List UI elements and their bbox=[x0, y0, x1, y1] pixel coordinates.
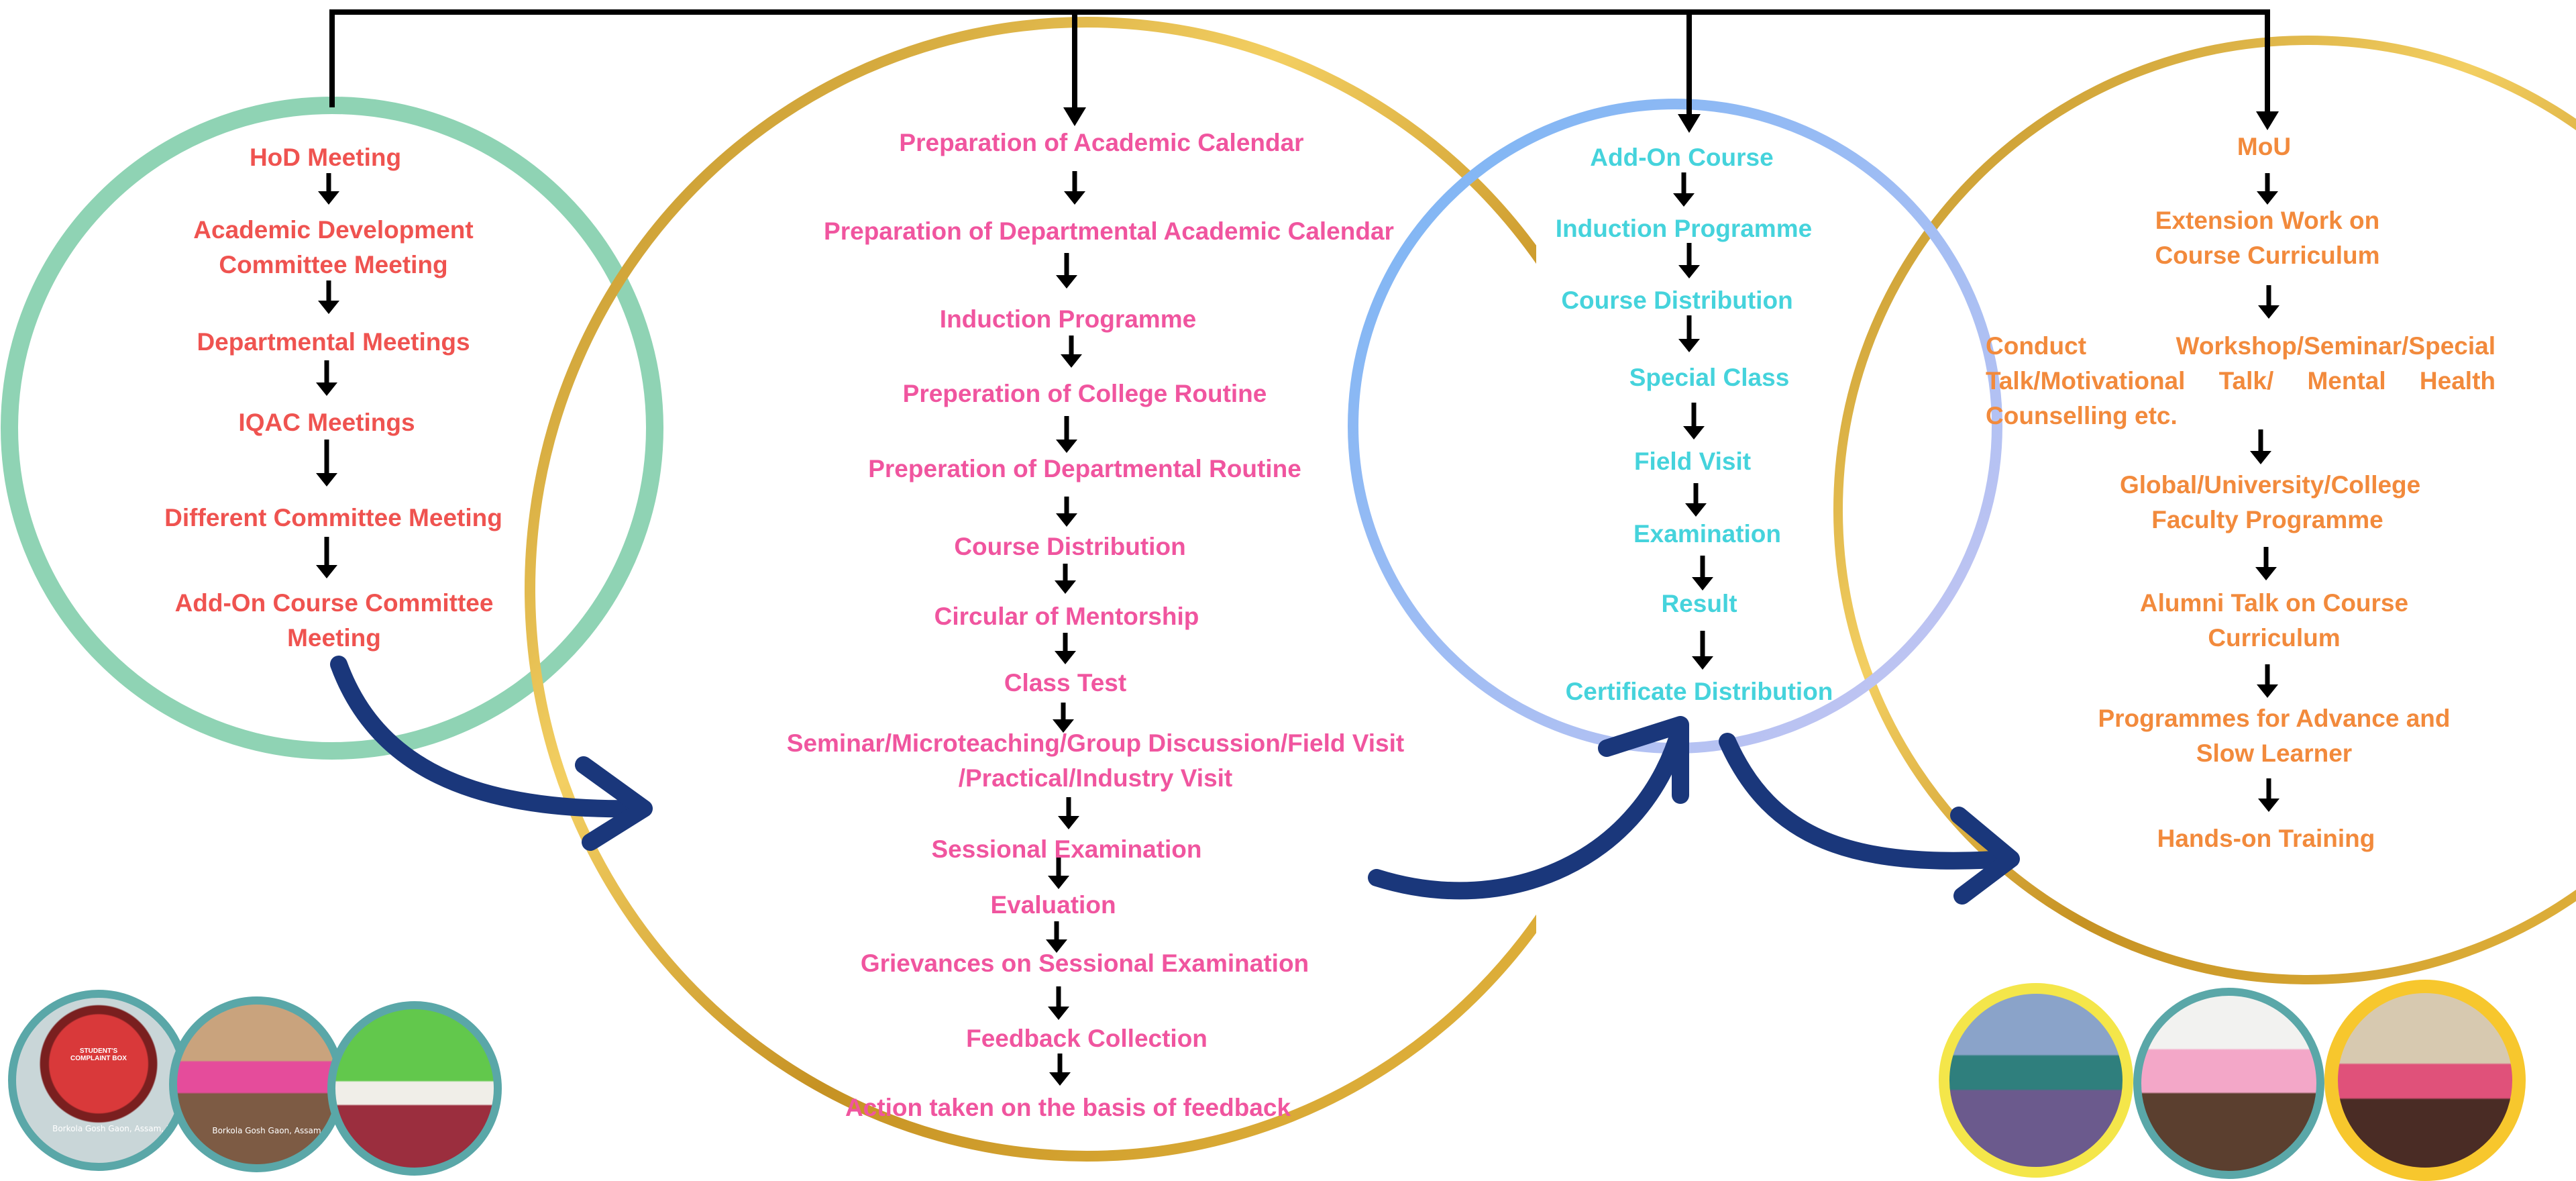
step-arrow-head bbox=[1056, 440, 1077, 453]
step-arrow-head bbox=[1056, 275, 1077, 289]
step-arrow-head bbox=[1678, 339, 1700, 352]
academic-step-9: Seminar/Microteaching/Group Discussion/F… bbox=[786, 729, 1405, 792]
step-arrow-head bbox=[318, 191, 339, 205]
academic-step-14: Action taken on the basis of feedback bbox=[845, 1094, 1291, 1121]
meeting-iqac: IQAC Meetings bbox=[238, 409, 415, 436]
photo-complaint-box: STUDENT'S COMPLAINT BOX Borkola Gosh Gao… bbox=[8, 990, 189, 1171]
academic-step-2: Preparation of Departmental Academic Cal… bbox=[824, 217, 1394, 245]
step-arrow-head bbox=[2257, 191, 2278, 205]
meeting-departmental: Departmental Meetings bbox=[197, 328, 470, 356]
ring-extension bbox=[1833, 36, 2576, 984]
step-arrow-head bbox=[316, 565, 337, 578]
extension-step-4: Global/University/College Faculty Progra… bbox=[2120, 471, 2421, 533]
step-arrow-head bbox=[316, 382, 337, 396]
curved-arrows bbox=[330, 656, 2020, 905]
step-arrow-head bbox=[1692, 577, 1713, 590]
step-arrow-head bbox=[1685, 503, 1707, 517]
ring-addon bbox=[1348, 99, 2002, 754]
academic-step-4: Preperation of College Routine bbox=[902, 380, 1267, 407]
step-arrow-head bbox=[2258, 305, 2279, 319]
addon-step-2: Induction Programme bbox=[1555, 215, 1813, 242]
extension-step-3: Conduct Workshop/Seminar/Special Talk/Mo… bbox=[1986, 332, 2496, 429]
step-arrow-head bbox=[2250, 451, 2271, 464]
extension-step-6: Programmes for Advance and Slow Learner bbox=[2098, 705, 2451, 767]
tree-arrowheads bbox=[1063, 107, 2279, 133]
academic-step-12: Grievances on Sessional Examination bbox=[860, 949, 1309, 977]
meeting-addon-committee: Add-On Course Committee Meeting bbox=[174, 589, 494, 652]
step-arrow-head bbox=[1048, 876, 1069, 889]
academic-step-6: Course Distribution bbox=[954, 533, 1186, 560]
meeting-different-committee: Different Committee Meeting bbox=[164, 504, 502, 531]
step-arrow-head bbox=[2257, 684, 2278, 698]
step-arrow-head bbox=[1055, 580, 1076, 594]
photo-classroom bbox=[327, 1001, 502, 1176]
academic-step-7: Circular of Mentorship bbox=[934, 603, 1199, 630]
step-arrow-head bbox=[1056, 513, 1077, 527]
photo-caption: Borkola Gosh Gaon, Assam, India bbox=[52, 1123, 186, 1133]
photo-speaker bbox=[2133, 988, 2324, 1179]
academic-step-11: Evaluation bbox=[990, 891, 1116, 919]
step-arrow-head bbox=[1692, 656, 1713, 670]
academic-step-8: Class Test bbox=[1004, 669, 1127, 697]
step-arrow-head bbox=[1678, 265, 1700, 278]
addon-step-1: Add-On Course bbox=[1590, 144, 1774, 171]
step-arrow-head bbox=[1061, 354, 1082, 368]
step-arrow-head bbox=[1673, 193, 1695, 207]
complaint-box-title: STUDENT'S COMPLAINT BOX bbox=[70, 1047, 127, 1062]
addon-step-8: Certificate Distribution bbox=[1565, 678, 1833, 705]
step-arrow-head bbox=[316, 473, 337, 486]
step-arrow-head bbox=[2255, 567, 2277, 580]
step-arrows bbox=[316, 171, 2279, 1086]
step-arrow-head bbox=[1046, 939, 1067, 953]
step-arrow-head bbox=[318, 301, 339, 314]
connection-tree bbox=[329, 9, 2270, 121]
addon-step-5: Field Visit bbox=[1633, 448, 1752, 475]
academic-step-5: Preperation of Departmental Routine bbox=[868, 455, 1301, 482]
addon-step-7: Result bbox=[1661, 590, 1737, 617]
step-arrow-head bbox=[1053, 719, 1074, 733]
academic-step-1: Preparation of Academic Calendar bbox=[899, 129, 1304, 156]
step-arrow-head bbox=[1048, 1007, 1069, 1020]
photo-caption-2: Borkola Gosh Gaon, Assam, India bbox=[212, 1126, 345, 1136]
step-arrow-head bbox=[1683, 426, 1705, 440]
step-arrow-head bbox=[1049, 1072, 1071, 1086]
extension-step-7: Hands-on Training bbox=[2157, 825, 2375, 852]
step-arrow-head bbox=[1058, 816, 1079, 829]
addon-step-4: Special Class bbox=[1629, 364, 1790, 391]
ring-academic bbox=[525, 17, 1536, 1162]
photo-meeting-room: Borkola Gosh Gaon, Assam, India bbox=[169, 996, 345, 1172]
extension-step-5: Alumni Talk on Course Curriculum bbox=[2139, 589, 2409, 652]
meeting-hod: HoD Meeting bbox=[249, 144, 402, 171]
extension-step-2: Extension Work on Course Curriculum bbox=[2155, 207, 2380, 269]
step-arrow-head bbox=[1055, 651, 1076, 664]
academic-step-10: Sessional Examination bbox=[931, 835, 1202, 863]
addon-step-3: Course Distribution bbox=[1561, 287, 1793, 314]
photo-lecture bbox=[2324, 980, 2526, 1181]
addon-step-6: Examination bbox=[1633, 520, 1781, 548]
step-arrow-head bbox=[1064, 191, 1085, 205]
meeting-academic-development: Academic Development Committee Meeting bbox=[193, 216, 474, 278]
step-arrow-head bbox=[2258, 799, 2279, 812]
academic-step-3: Induction Programme bbox=[939, 305, 1197, 333]
extension-step-1: MoU bbox=[2237, 133, 2292, 160]
photo-auditorium bbox=[1939, 983, 2133, 1178]
academic-step-13: Feedback Collection bbox=[966, 1025, 1208, 1052]
